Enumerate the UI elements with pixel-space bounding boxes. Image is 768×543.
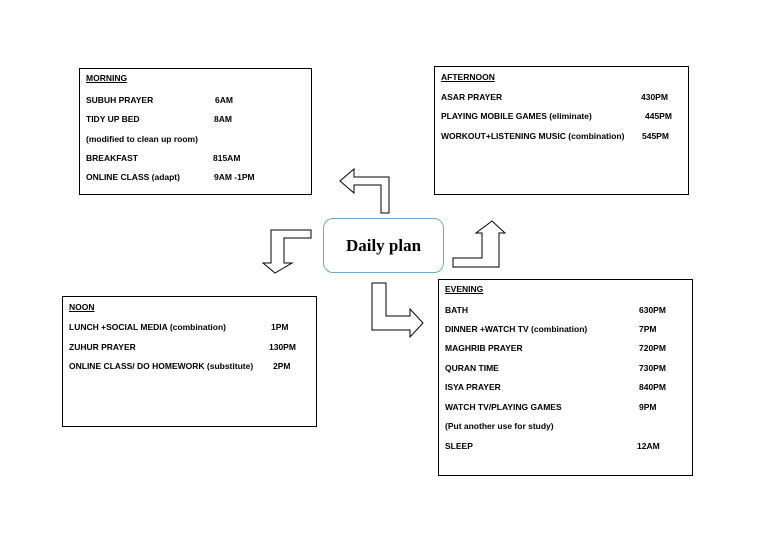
- item-time: 630PM: [639, 305, 666, 315]
- item-text: ISYA PRAYER: [445, 382, 501, 392]
- noon-box: NOON LUNCH +SOCIAL MEDIA (combination) 1…: [62, 296, 317, 427]
- item-text: SUBUH PRAYER: [86, 95, 154, 105]
- item-text: WATCH TV/PLAYING GAMES: [445, 402, 562, 412]
- item-text: SLEEP: [445, 441, 473, 451]
- item-text: LUNCH +SOCIAL MEDIA (combination): [69, 322, 227, 332]
- item-text: ASAR PRAYER: [441, 92, 503, 102]
- afternoon-title: AFTERNOON: [441, 72, 495, 82]
- item-time: 730PM: [639, 363, 666, 373]
- arrow-to-noon: [261, 229, 312, 274]
- morning-box: MORNING SUBUH PRAYER 6AM TIDY UP BED 8AM…: [79, 68, 312, 195]
- item-time: 6AM: [215, 95, 233, 105]
- item-text: ZUHUR PRAYER: [69, 342, 136, 352]
- item-time: 445PM: [645, 111, 672, 121]
- item-text: WORKOUT+LISTENING MUSIC (combination): [441, 131, 625, 141]
- item-time: 9PM: [639, 402, 657, 412]
- item-text: ONLINE CLASS/ DO HOMEWORK (substitute): [69, 361, 254, 371]
- arrow-to-afternoon: [452, 220, 507, 268]
- evening-box: EVENING BATH 630PM DINNER +WATCH TV (com…: [438, 279, 693, 476]
- item-time: 430PM: [641, 92, 668, 102]
- item-time: 840PM: [639, 382, 666, 392]
- noon-title: NOON: [69, 302, 95, 312]
- item-time: 545PM: [642, 131, 669, 141]
- item-text: QURAN TIME: [445, 363, 499, 373]
- daily-plan-label: Daily plan: [345, 235, 422, 255]
- item-text: (Put another use for study): [445, 421, 554, 431]
- item-time: 130PM: [269, 342, 296, 352]
- item-time: 815AM: [213, 153, 241, 163]
- item-text: (modified to clean up room): [86, 134, 198, 144]
- item-text: PLAYING MOBILE GAMES (eliminate): [441, 111, 592, 121]
- item-text: TIDY UP BED: [86, 114, 140, 124]
- daily-plan-center-node: Daily plan: [323, 218, 444, 273]
- arrow-to-morning: [339, 167, 390, 214]
- item-text: MAGHRIB PRAYER: [445, 343, 523, 353]
- item-text: BATH: [445, 305, 468, 315]
- item-time: 2PM: [273, 361, 291, 371]
- item-time: 8AM: [214, 114, 232, 124]
- evening-title: EVENING: [445, 284, 484, 294]
- morning-title: MORNING: [86, 73, 128, 83]
- item-time: 12AM: [637, 441, 660, 451]
- item-time: 720PM: [639, 343, 666, 353]
- item-text: DINNER +WATCH TV (combination): [445, 324, 588, 334]
- arrow-to-evening: [371, 282, 424, 339]
- item-time: 9AM -1PM: [214, 172, 255, 182]
- item-text: BREAKFAST: [86, 153, 138, 163]
- item-time: 7PM: [639, 324, 657, 334]
- item-time: 1PM: [271, 322, 289, 332]
- afternoon-box: AFTERNOON ASAR PRAYER 430PM PLAYING MOBI…: [434, 66, 689, 195]
- item-text: ONLINE CLASS (adapt): [86, 172, 180, 182]
